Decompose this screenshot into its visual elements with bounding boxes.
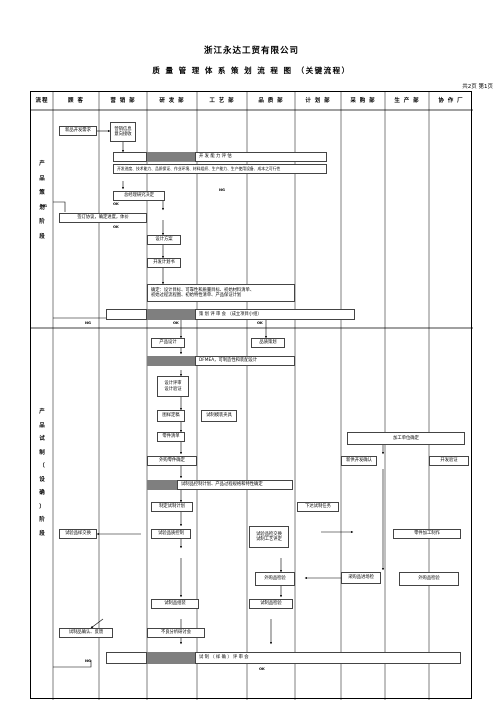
gray-header-trial-plan <box>147 480 177 490</box>
box-trial-inspection: 试制品检验 <box>249 599 293 609</box>
col-header-process: 流程 <box>35 98 49 104</box>
design-review-label: 设计评审 <box>164 381 182 387</box>
box-quality-plan: 品质策划 <box>251 338 285 348</box>
label-ok: OK <box>113 202 119 206</box>
box-make-trial-plan: 制定试制计划 <box>151 502 193 512</box>
gray-header-planning-review <box>147 309 195 320</box>
box-trial-exchange-eval: 试验品检交换 试制工艺评定 <box>249 526 289 548</box>
box-left-planning <box>106 309 147 320</box>
col-header-customer: 顾 客 <box>68 98 84 104</box>
box-dfmea: DFMEA，可制造性和装配设计 <box>195 356 295 366</box>
col-header-sales: 营 销 部 <box>110 98 136 104</box>
gray-header-capability <box>147 152 195 162</box>
box-process-confirm: 加工单位确定 <box>347 432 465 445</box>
box-sample-delivery: 试验品样交换 <box>59 529 97 539</box>
label-ok: OK <box>259 667 265 671</box>
box-parts-list: 零件清单 <box>157 432 185 442</box>
box-trial-assembly: 试制品组装 <box>151 599 199 609</box>
box-purchase-check: 外购品检验 <box>255 572 295 586</box>
label-ok: OK <box>257 321 263 325</box>
company-name: 浙江永达工贸有限公司 <box>203 46 299 56</box>
box-trial-feedback: 试制品确认、反馈 <box>59 628 113 638</box>
label-ng: NG <box>85 321 91 325</box>
box-parts-trial: 零件加工制作 <box>393 529 461 539</box>
box-incoming-check: 采购品进场检 <box>341 572 381 584</box>
box-trial-control: 试验品质控制 <box>151 529 191 539</box>
box-left-capability <box>113 152 147 162</box>
label-ng: NG <box>41 204 47 208</box>
box-dev-request: 新品开发需求 <box>59 126 97 136</box>
phase-label-trial: 产 品 试 制 （ 设 确 ） 阶 段 <box>39 409 45 537</box>
box-supplier-dev: 新供开发确认 <box>341 456 377 466</box>
phase-label-planning: 产 品 策 划 阶 段 <box>39 161 45 240</box>
label-ok: OK <box>173 321 179 325</box>
document-title: 质 量 管 理 体 系 策 划 流 程 图 （关键流程） <box>152 66 351 75</box>
box-design-plan: 设计方案 <box>147 235 181 245</box>
trial-eval-label: 试制工艺评定 <box>256 537 282 542</box>
box-sign-agreement: 签订协议，确定进度，体价 <box>59 213 147 223</box>
flowchart-table: 流程 顾 客 营 销 部 研 发 部 工 艺 部 品 质 部 计 划 部 采 购… <box>30 91 473 700</box>
col-header-rd: 研 发 部 <box>159 98 185 104</box>
box-dev-verify: 开发验证 <box>429 456 469 466</box>
box-capability-review: 开 发 能 力 评 估 <box>195 152 327 162</box>
box-design-review-verify: 设计评审 设计验证 <box>157 376 189 397</box>
gray-header-dfmea <box>147 356 195 366</box>
box-left-trial-summary <box>106 652 147 664</box>
box-trial-plan: 试制品控制计划、产品过程规格和特性确定 <box>177 480 293 490</box>
gray-header-trial-summary <box>147 652 195 664</box>
box-planning-review: 策 划 评 审 会 （成立项目小组） <box>195 309 355 320</box>
box-gm-decision: 总经理研究决定 <box>113 191 165 201</box>
box-trial-task: 下达试制任务 <box>297 502 339 512</box>
col-header-quality: 品 质 部 <box>258 98 284 104</box>
col-header-process-eng: 工 艺 部 <box>209 98 235 104</box>
box-review-content: 开发进度、技术能力、品质保证、作业环境、材料组织、生产能力、生产使用设备、成本之… <box>113 164 327 174</box>
label-ng: NG <box>219 188 225 192</box>
col-header-purchasing: 采 购 部 <box>350 98 376 104</box>
box-trial-summary: 试 制 （ 样 确 ） 评 审 会 <box>195 652 461 664</box>
box-outsource-check: 外购品检验 <box>399 572 459 586</box>
box-trial-tooling: 试制模装夹具 <box>201 410 237 422</box>
box-market-info: 营销信息 意向接收 <box>110 122 136 142</box>
box-purchase-parts: 外购零件确定 <box>147 456 197 466</box>
trial-exchange-label: 试验品检交换 <box>256 531 282 537</box>
col-header-production: 生 产 部 <box>394 98 420 104</box>
page-info: 共2页 第1页 <box>462 84 493 90</box>
box-drawing-list: 图样定稿 <box>157 410 185 422</box>
box-dev-plan: 开发计划书 <box>147 258 181 268</box>
box-defect-review: 不良分析研讨会 <box>147 628 205 638</box>
box-plan-content: 确定：设计目标、可靠性和质量目标、初始材料清单、 初始过程流程图、初始特性清单、… <box>147 284 295 302</box>
col-header-partner: 协 作 厂 <box>438 98 464 104</box>
flow-connectors <box>53 129 385 668</box>
label-ng: NG <box>85 659 91 663</box>
box-product-design: 产品设计 <box>151 338 185 348</box>
label-ok: OK <box>113 225 119 229</box>
design-verify-label: 设计验证 <box>164 386 182 392</box>
col-header-planning: 计 划 部 <box>305 98 331 104</box>
